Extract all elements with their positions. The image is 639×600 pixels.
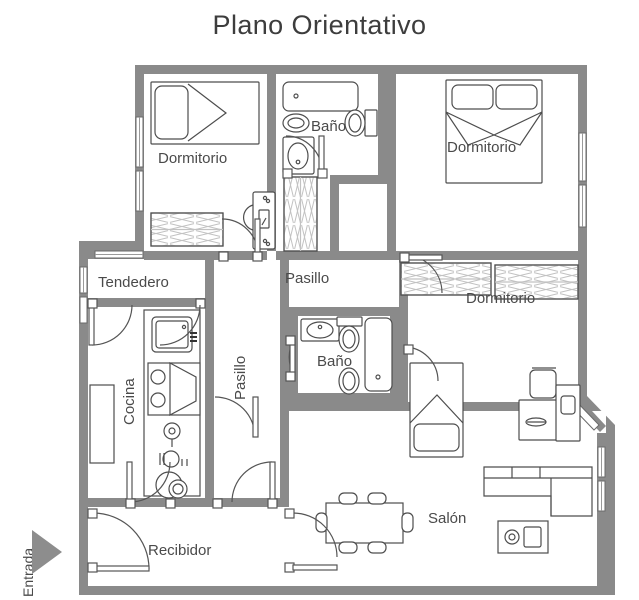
washing-machine-cocina	[155, 471, 188, 499]
bidet-bano-1	[282, 113, 310, 133]
room-label-pasillo-1: Pasillo	[285, 270, 330, 287]
dining-table-salon	[315, 492, 414, 554]
bathtub-bano-2	[364, 317, 393, 392]
room-label-dormitorio-2: Dormitorio	[447, 139, 517, 156]
wardrobe-dormitorio-2-right	[494, 264, 579, 300]
washbasin-bano-1	[282, 136, 315, 175]
toilet-bano-2	[336, 316, 363, 353]
wardrobe-dormitorio-2-left	[400, 262, 492, 296]
furniture-layer	[89, 79, 593, 554]
room-label-recibidor: Recibidor	[148, 542, 212, 559]
doors-layer	[87, 135, 443, 573]
closet-pasillo	[283, 176, 318, 252]
floor-plan-drawing	[0, 55, 639, 600]
bed-dormitorio-3	[409, 362, 464, 458]
windows-layer	[79, 116, 606, 512]
oven-cocina	[147, 361, 201, 417]
bidet-bano-2	[338, 367, 360, 395]
entrance-arrow-icon	[32, 530, 62, 574]
wardrobe-dormitorio-1	[150, 212, 224, 247]
toilet-bano-1	[344, 109, 378, 137]
room-label-dormitorio-1: Dormitorio	[158, 150, 228, 167]
room-label-dormitorio-3: Dormitorio	[466, 290, 536, 307]
room-label-cocina: Cocina	[121, 378, 138, 425]
cabinet-dormitorio-3	[555, 384, 581, 442]
counter-left-cocina	[89, 384, 115, 464]
coffee-table-salon	[497, 520, 549, 554]
room-label-salon: Salón	[428, 510, 467, 527]
double-bed-dormitorio-2	[445, 79, 543, 184]
sink-cocina	[151, 316, 197, 353]
page-title: Plano Orientativo	[212, 10, 427, 40]
hob-cocina	[159, 422, 188, 468]
room-label-tendedero: Tendedero	[98, 274, 169, 291]
chair-dormitorio-3	[529, 367, 557, 399]
washbasin-bano-2	[300, 318, 340, 342]
bathtub-bano-1	[282, 81, 359, 112]
room-label-pasillo-2: Pasillo	[232, 355, 249, 400]
sofa-salon	[483, 466, 593, 517]
room-label-bano-2: Baño	[317, 353, 353, 370]
room-label-bano-1: Baño	[311, 118, 347, 135]
bed-dormitorio-1	[150, 81, 260, 145]
